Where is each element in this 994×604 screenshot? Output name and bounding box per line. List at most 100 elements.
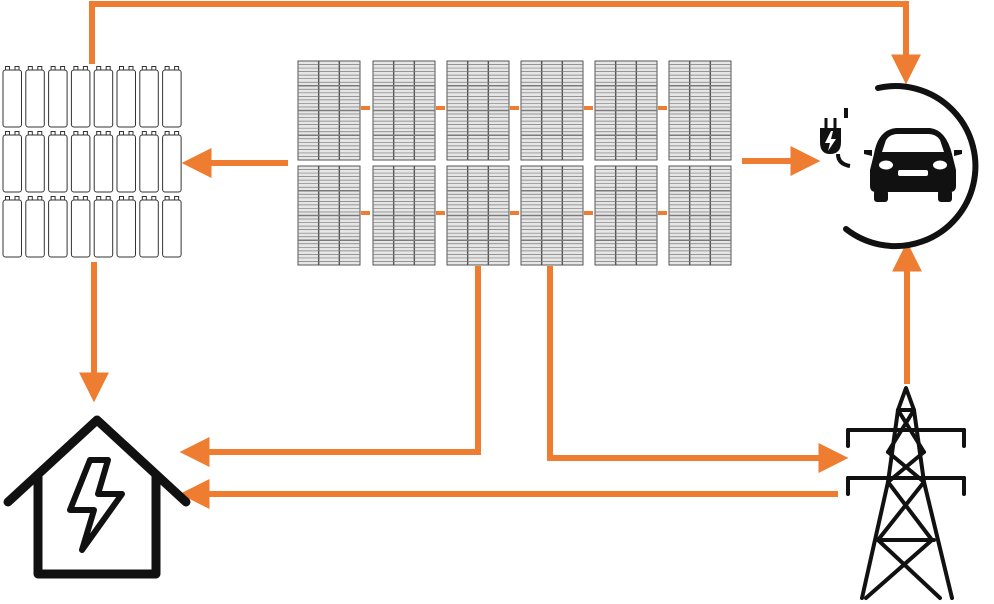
battery-cell <box>25 196 45 258</box>
battery-cell-body <box>162 199 182 258</box>
arrow-battery-to-ev <box>89 1 921 85</box>
plug-bolt <box>825 131 836 151</box>
power-transmission-tower-icon <box>846 386 966 600</box>
solar-panel <box>372 60 436 161</box>
battery-terminal <box>50 66 56 71</box>
battery-cell <box>93 66 114 128</box>
arrow-solar-to-home <box>179 266 481 467</box>
battery-cell-body <box>162 134 182 193</box>
battery-cell <box>48 66 68 128</box>
battery-cell <box>116 131 136 193</box>
car-grille <box>898 170 928 176</box>
battery-cell-body <box>70 134 91 193</box>
battery-cell-body <box>139 69 159 128</box>
car-headlight <box>879 160 893 170</box>
battery-cell-body <box>116 199 136 258</box>
battery-cell <box>139 196 159 258</box>
battery-terminal <box>37 66 43 71</box>
battery-terminal <box>60 66 66 71</box>
battery-cell-body <box>139 199 159 258</box>
battery-terminal <box>96 66 102 71</box>
battery-cell-body <box>93 69 114 128</box>
battery-terminal <box>174 131 180 136</box>
panel-connector <box>510 106 519 110</box>
solar-panel-array-icon <box>297 60 732 266</box>
battery-terminal <box>5 196 10 201</box>
battery-terminal <box>128 196 134 201</box>
battery-cell <box>2 196 22 258</box>
battery-terminal <box>128 66 134 71</box>
tower-brace <box>864 538 942 600</box>
battery-cell-body <box>70 199 91 258</box>
battery-cell <box>25 66 45 128</box>
panel-connector <box>436 106 445 110</box>
battery-terminal <box>105 131 111 136</box>
battery-cell-body <box>116 134 136 193</box>
battery-cell-body <box>116 69 136 128</box>
ev-charging-car-icon <box>820 83 979 250</box>
panel-connector <box>584 106 593 110</box>
battery-cell <box>139 66 159 128</box>
battery-cell-body <box>162 69 182 128</box>
car-windshield <box>882 134 944 152</box>
battery-cell <box>2 131 22 193</box>
battery-terminal <box>37 131 43 136</box>
battery-cell <box>70 66 91 128</box>
plug-cord <box>836 153 851 168</box>
solar-panel <box>297 165 361 266</box>
battery-cell <box>116 66 136 128</box>
tower-leg-left <box>860 408 900 600</box>
battery-terminal <box>96 196 102 201</box>
battery-cell-body <box>93 199 114 258</box>
battery-terminal <box>60 196 66 201</box>
battery-terminal <box>73 196 79 201</box>
battery-terminal <box>82 131 88 136</box>
flow-arrows <box>79 1 922 509</box>
tower-brace <box>886 408 926 454</box>
battery-terminal <box>141 196 147 201</box>
house-walls <box>33 476 161 579</box>
battery-terminal <box>141 66 147 71</box>
solar-panel <box>668 60 732 161</box>
solar-panel <box>520 60 584 161</box>
battery-cell-body <box>70 69 91 128</box>
battery-cell <box>48 196 68 258</box>
battery-cell-body <box>2 134 22 193</box>
car-wheel <box>938 190 952 202</box>
battery-bank-icon <box>2 66 182 258</box>
lightning-bolt <box>67 457 125 553</box>
battery-cell <box>116 196 136 258</box>
battery-terminal <box>37 196 43 201</box>
battery-terminal <box>164 131 170 136</box>
solar-panel <box>594 165 658 266</box>
battery-terminal <box>151 196 157 201</box>
solar-panel <box>594 60 658 161</box>
battery-terminal <box>14 131 20 136</box>
battery-cell <box>139 131 159 193</box>
battery-cell-body <box>48 199 68 258</box>
car-mirror <box>864 150 872 156</box>
battery-cell <box>70 131 91 193</box>
panel-connector <box>510 211 519 215</box>
battery-terminal <box>73 66 79 71</box>
panel-connector <box>658 106 667 110</box>
house-with-lightning-icon <box>3 415 191 579</box>
battery-cell-body <box>48 69 68 128</box>
solar-panel <box>668 165 732 266</box>
tower-brace <box>876 480 934 542</box>
battery-terminal <box>119 196 124 201</box>
solar-panel <box>520 165 584 266</box>
tower-peak <box>896 386 916 412</box>
house-roof <box>3 415 191 507</box>
panel-connector <box>361 106 370 110</box>
battery-terminal <box>151 66 157 71</box>
battery-terminal <box>105 66 111 71</box>
battery-terminal <box>14 196 20 201</box>
battery-terminal <box>105 196 111 201</box>
battery-cell-body <box>25 134 45 193</box>
battery-cell <box>70 196 91 258</box>
battery-terminal <box>5 66 10 71</box>
tower-insulators-top <box>846 428 966 448</box>
battery-terminal <box>141 131 147 136</box>
battery-terminal <box>164 66 170 71</box>
